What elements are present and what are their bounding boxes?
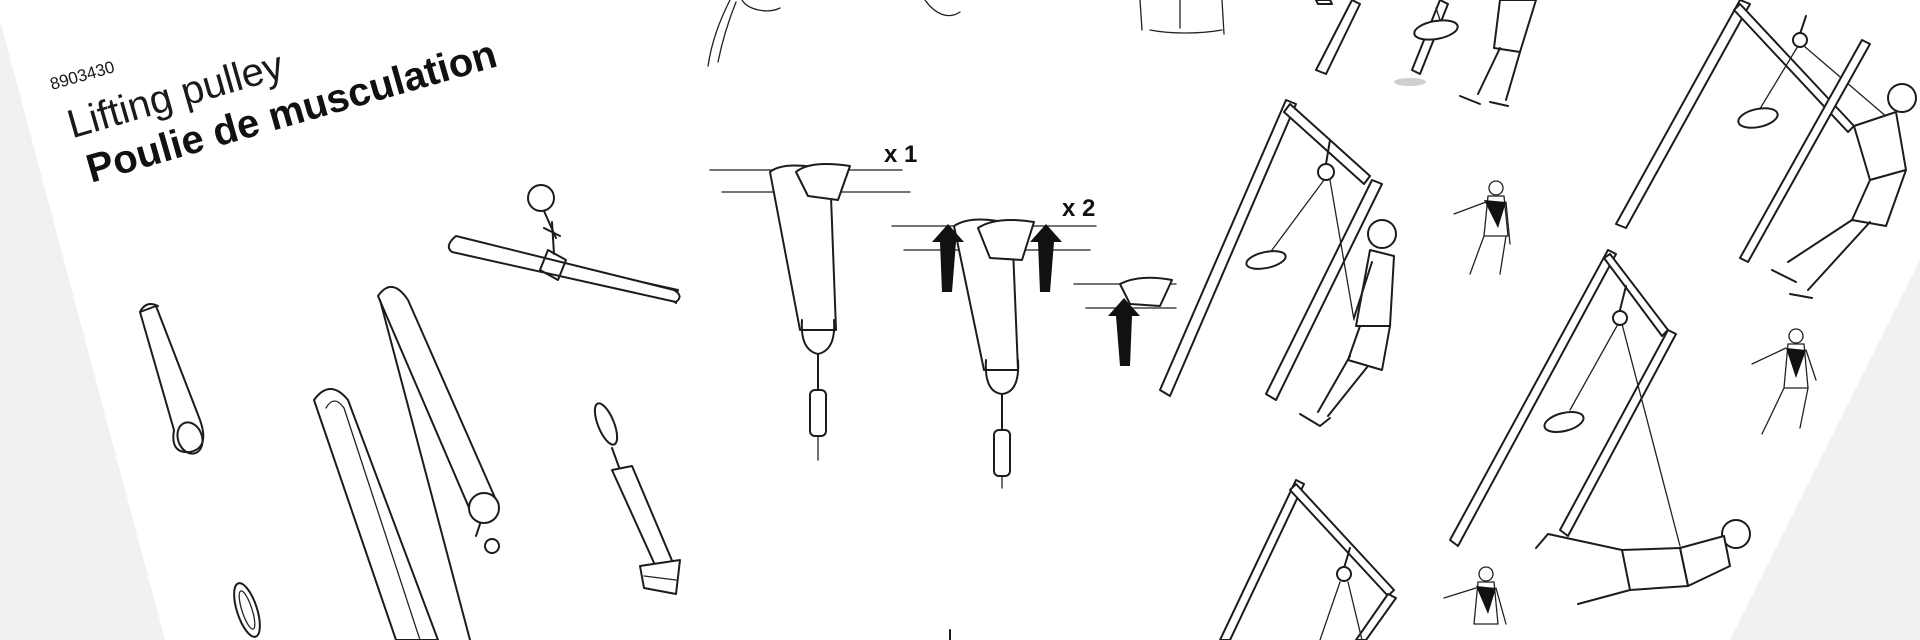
pulley-wheel-icon bbox=[1336, 566, 1352, 582]
strap-loop-icon bbox=[139, 303, 205, 455]
weight-plate-icon bbox=[1737, 107, 1779, 129]
tricep-bar-icon bbox=[593, 402, 681, 595]
arrow-up-icon bbox=[1108, 298, 1140, 366]
weight-plate-icon bbox=[1245, 250, 1287, 270]
athlete-figure-icon bbox=[1535, 519, 1751, 605]
athlete-figure-icon bbox=[1459, 0, 1537, 107]
strap-step-3 bbox=[1073, 276, 1177, 366]
arrow-up-icon bbox=[932, 224, 964, 292]
muscle-map-icon bbox=[1751, 328, 1817, 435]
pulley-wheel-icon bbox=[1612, 310, 1628, 326]
weight-plate-icon bbox=[1543, 411, 1585, 433]
single-strap-step: x 1 bbox=[709, 141, 917, 461]
athlete-figure-icon bbox=[1299, 219, 1397, 427]
pull-up-station-4 bbox=[1615, 0, 1917, 299]
arrow-up-icon bbox=[1030, 224, 1062, 292]
athlete-figure-icon bbox=[1771, 83, 1917, 299]
shadow bbox=[1394, 78, 1426, 86]
single-strap-label: x 1 bbox=[884, 141, 917, 168]
long-strap-icon bbox=[313, 388, 439, 640]
rope-with-ball-icon bbox=[377, 286, 500, 640]
muscle-map-icon bbox=[1443, 566, 1507, 625]
double-strap-label: x 2 bbox=[1062, 195, 1095, 222]
pull-up-station-5 bbox=[1219, 479, 1397, 640]
double-strap-step: x 2 bbox=[891, 195, 1097, 489]
handle-bar-icon bbox=[447, 184, 681, 304]
pulley-wheel-icon bbox=[1317, 163, 1335, 181]
carabiner-icon bbox=[233, 582, 261, 638]
pull-up-station-2 bbox=[1315, 0, 1537, 107]
pulley-wheel-icon bbox=[1792, 32, 1808, 48]
pull-up-station-1 bbox=[1159, 99, 1397, 427]
hand-sketch-top bbox=[707, 0, 1225, 67]
pull-up-station-3 bbox=[1449, 249, 1751, 605]
muscle-map-icon bbox=[1453, 180, 1511, 275]
weight-plate-icon bbox=[1413, 19, 1459, 41]
